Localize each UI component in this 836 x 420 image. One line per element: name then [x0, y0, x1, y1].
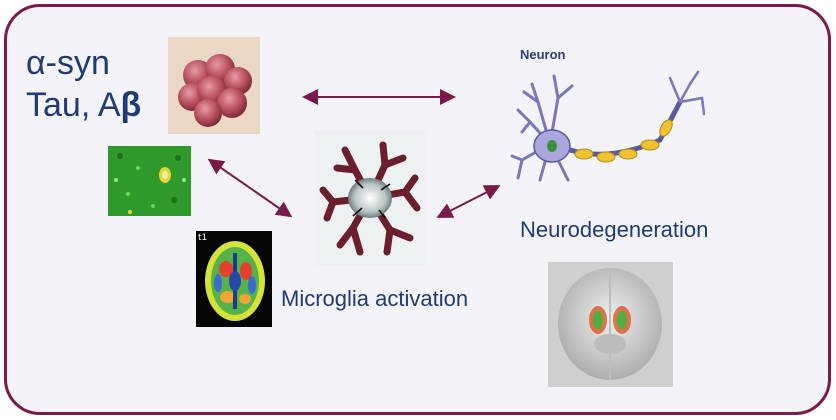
tau-abeta-label: Tau, Aβ	[26, 86, 141, 125]
green-histology-stain-icon	[108, 146, 191, 216]
activated-microglia-icon	[315, 130, 425, 265]
neuron-diagram-icon	[510, 62, 705, 190]
pet-tag-label: t1	[198, 233, 208, 243]
neuron-title: Neuron	[520, 47, 566, 62]
brain-pet-scan-icon: t1	[196, 231, 272, 327]
alpha-syn-label: α-syn	[26, 44, 110, 82]
tau-a-text: Tau, A	[26, 86, 121, 124]
neurodegeneration-label: Neurodegeneration	[520, 217, 709, 242]
arrow-microglia-neurodegeneration	[436, 185, 501, 218]
arrow-aggregates-microglia	[207, 158, 293, 218]
protein-aggregate-spheres-icon	[168, 37, 260, 134]
brain-3d-render-icon	[548, 262, 673, 387]
beta-symbol: β	[120, 86, 142, 124]
microglia-activation-label: Microglia activation	[281, 286, 469, 311]
